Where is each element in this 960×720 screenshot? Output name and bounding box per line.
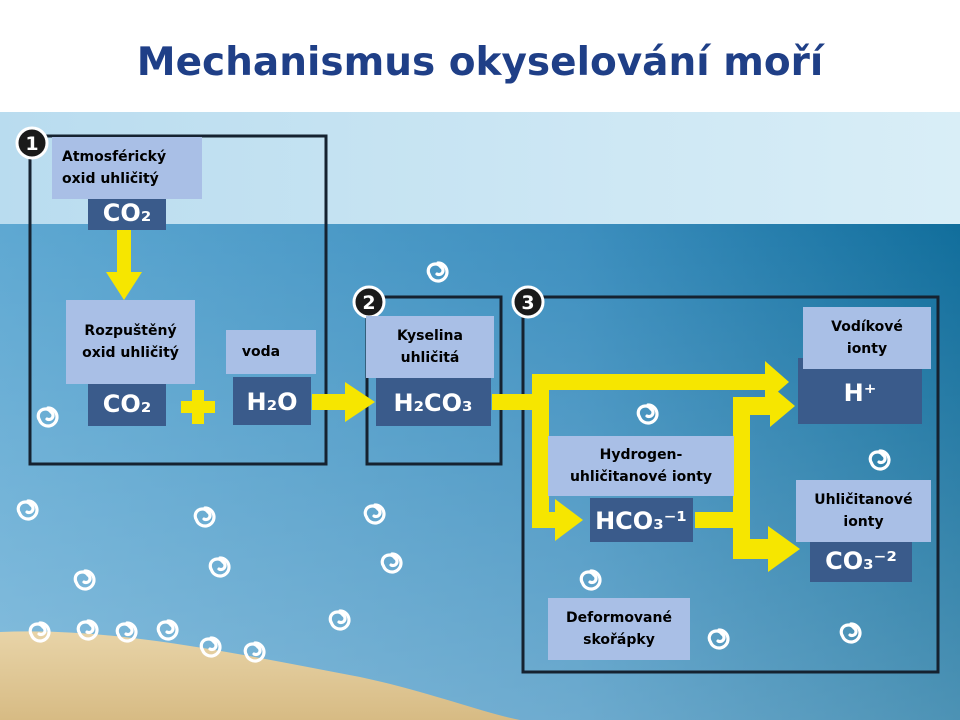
label-hydrogen-ions: Vodíkové ionty	[803, 307, 931, 369]
species-co2-dissolved: CO₂	[88, 380, 166, 426]
ocean-scene: 1 2 3	[0, 112, 960, 720]
co2-air-formula: CO₂	[103, 199, 152, 227]
arrow-icon	[733, 402, 750, 547]
species-co2-air: CO₂	[88, 194, 166, 230]
step-2-badge: 2	[352, 285, 386, 319]
label-deformed-shells: Deformované skořápky	[548, 598, 690, 660]
species-h-plus: H⁺	[798, 358, 922, 424]
step-1-number: 1	[25, 133, 38, 155]
co3-formula: CO₃⁻²	[825, 547, 897, 575]
label-bicarbonate-ions: Hydrogen-uhličitanové ionty	[548, 436, 734, 496]
reaction-arrows	[106, 230, 800, 572]
arrow-icon	[733, 385, 795, 427]
page-title: Mechanismus okyselování moří	[136, 40, 824, 85]
label-carbonic-acid: Kyselina uhličitá	[366, 316, 494, 378]
arrow-icon	[695, 512, 743, 528]
h2co3-formula: H₂CO₃	[393, 389, 472, 417]
arrow-icon	[733, 526, 800, 572]
label-atmospheric-co2: Atmosférický oxid uhličitý	[52, 137, 202, 199]
h2o-formula: H₂O	[247, 388, 298, 416]
step-1-frame	[28, 134, 328, 466]
label-dissolved-co2: Rozpuštěný oxid uhličitý	[66, 300, 195, 384]
species-h2co3: H₂CO₃	[376, 378, 491, 426]
arrow-icon	[106, 230, 142, 300]
step-2-number: 2	[362, 292, 375, 314]
arrow-icon	[532, 361, 789, 403]
arrow-icon	[312, 382, 375, 422]
step-3-number: 3	[521, 292, 534, 314]
step-1-badge: 1	[15, 126, 49, 160]
hco3-formula: HCO₃⁻¹	[595, 507, 687, 535]
species-hco3: HCO₃⁻¹	[590, 498, 693, 542]
arrow-icon	[532, 499, 583, 541]
step-3-frame	[521, 295, 940, 674]
species-h2o: H₂O	[233, 377, 311, 425]
label-water: voda	[226, 330, 316, 374]
seabed	[0, 631, 520, 720]
arrow-icon	[532, 374, 549, 520]
species-co3: CO₃⁻²	[810, 536, 912, 582]
h-plus-formula: H⁺	[844, 379, 877, 407]
arrow-icon	[492, 394, 534, 410]
label-carbonate-ions: Uhličitanové ionty	[796, 480, 931, 542]
step-2-frame	[365, 295, 503, 466]
plus-icon	[181, 390, 215, 424]
co2-dissolved-formula: CO₂	[103, 390, 152, 418]
step-3-badge: 3	[511, 285, 545, 319]
